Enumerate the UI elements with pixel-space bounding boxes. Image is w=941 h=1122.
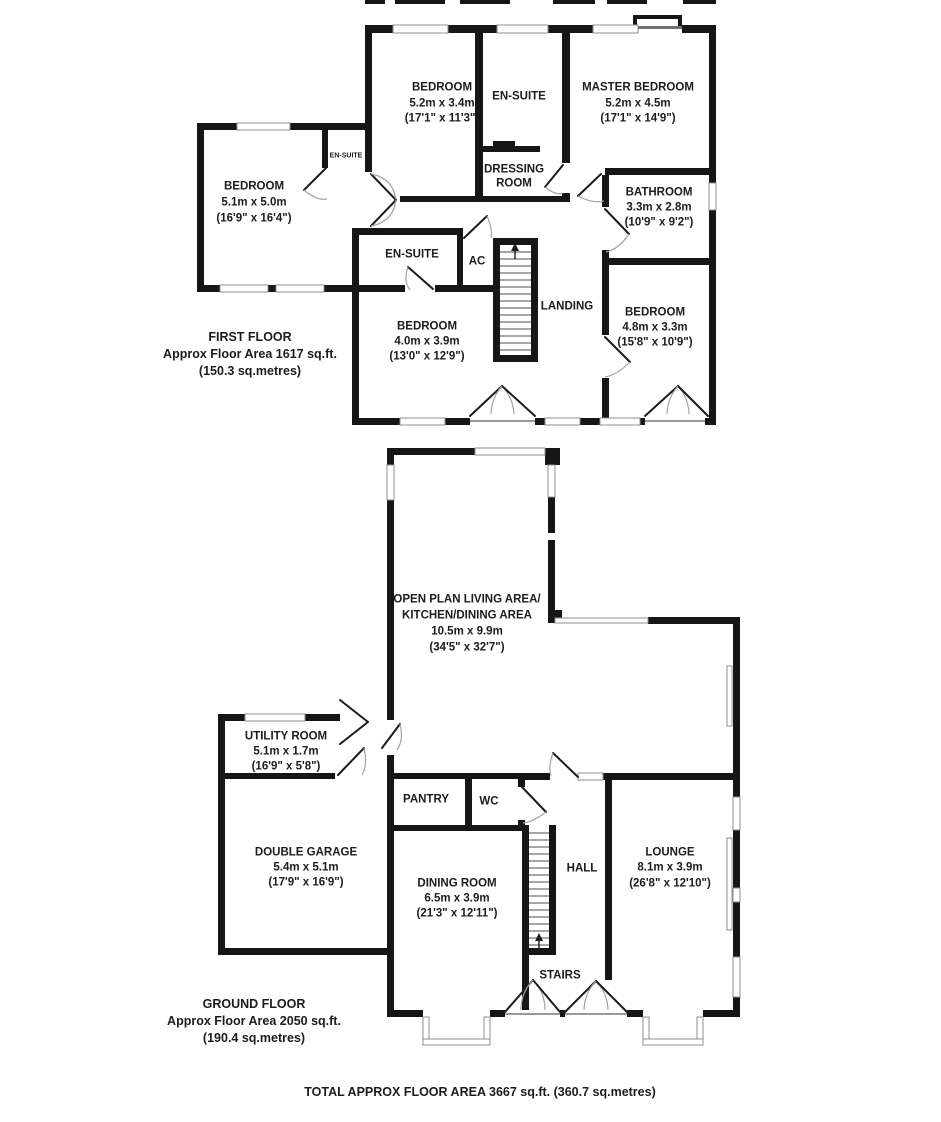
room-label-garage: DOUBLE GARAGE [254, 846, 358, 859]
ground-floor-windows [244, 447, 741, 1046]
ground-floor-doors [337, 699, 628, 1013]
room-dims-imperial: (17'1" x 14'9") [600, 112, 676, 125]
first-floor-stairs [493, 238, 538, 362]
room-label-utility: UTILITY ROOM [244, 730, 328, 743]
room-dims-metric: 5.2m x 4.5m [605, 97, 671, 110]
total-floor-area: TOTAL APPROX FLOOR AREA 3667 sq.ft. (360… [304, 1084, 656, 1099]
bay-window-dining [422, 1016, 491, 1046]
room-dims-metric: 4.0m x 3.9m [394, 335, 460, 348]
room-label-stairs: STAIRS [539, 969, 581, 982]
room-label-ac: AC [468, 255, 486, 268]
ground-floor-caption-area: Approx Floor Area 2050 sq.ft. [167, 1013, 341, 1028]
first-floor-walls [197, 15, 716, 425]
ground-floor-caption: GROUND FLOOR [202, 996, 306, 1011]
room-label-bedroom-52: BEDROOM [411, 81, 473, 94]
room-dims-imperial: (13'0" x 12'9") [389, 350, 465, 363]
room-dims-metric: 5.1m x 5.0m [221, 196, 287, 209]
room-dims-imperial: (16'9" x 16'4") [216, 212, 292, 225]
room-dims-metric: 6.5m x 3.9m [424, 892, 490, 905]
room-dims-imperial: (15'8" x 10'9") [617, 336, 693, 349]
room-label-wc: WC [479, 795, 499, 808]
room-dims-metric: 5.4m x 5.1m [273, 861, 339, 874]
room-label-ensuite-mid: EN-SUITE [385, 248, 439, 261]
room-label-bathroom: BATHROOM [625, 186, 693, 199]
room-label-open-plan: KITCHEN/DINING AREA [402, 609, 532, 622]
stairs-direction-arrow [535, 933, 543, 949]
room-label-hall: HALL [566, 862, 598, 875]
first-floor-caption: FIRST FLOOR [208, 329, 292, 344]
room-dims-imperial: (16'9" x 5'8") [251, 760, 321, 773]
ground-floor-caption-sqm: (190.4 sq.metres) [202, 1030, 306, 1045]
room-dims-imperial: (17'1" x 11'3") [404, 112, 480, 125]
room-label-bedroom-51: BEDROOM [223, 180, 285, 193]
room-label-bedroom-48: BEDROOM [624, 306, 686, 319]
room-label-dining: DINING ROOM [417, 877, 497, 890]
ground-floor-stairs [522, 825, 556, 1010]
room-dims-metric: 8.1m x 3.9m [637, 861, 703, 874]
stair-treads [529, 832, 549, 946]
room-label-ensuite-small: EN-SUITE [329, 152, 363, 160]
first-floor-caption-sqm: (150.3 sq.metres) [198, 363, 302, 378]
room-dims-imperial: (21'3" x 12'11") [416, 907, 498, 920]
first-floor-doors [303, 164, 709, 417]
room-label-dressing-room: ROOM [496, 177, 532, 190]
room-label-master-bedroom: MASTER BEDROOM [582, 81, 694, 94]
room-label-open-plan: OPEN PLAN LIVING AREA/ [393, 593, 541, 606]
room-dims-metric: 5.1m x 1.7m [253, 745, 319, 758]
room-dims-metric: 3.3m x 2.8m [626, 201, 692, 214]
room-dims-imperial: (10'9" x 9'2") [624, 216, 694, 229]
cropped-plan-edge [365, 0, 716, 4]
room-dims-metric: 10.5m x 9.9m [431, 625, 503, 638]
first-floor-caption-area: Approx Floor Area 1617 sq.ft. [163, 346, 337, 361]
stair-treads [500, 251, 531, 351]
room-label-landing: LANDING [540, 300, 594, 313]
room-label-dressing-room: DRESSING [483, 163, 545, 176]
room-dims-imperial: (17'9" x 16'9") [268, 876, 344, 889]
first-floor-windows [219, 24, 717, 426]
room-label-ensuite-top: EN-SUITE [492, 90, 546, 103]
bay-window-lounge [642, 1016, 704, 1046]
room-dims-imperial: (34'5" x 32'7") [429, 641, 505, 654]
room-dims-metric: 4.8m x 3.3m [622, 321, 688, 334]
room-label-lounge: LOUNGE [645, 846, 695, 859]
stairs-direction-arrow [511, 243, 519, 259]
ground-floor-plan [218, 447, 741, 1046]
room-dims-metric: 5.2m x 3.4m [409, 97, 475, 110]
ground-floor-walls [218, 448, 740, 1017]
room-label-bedroom-40: BEDROOM [396, 320, 458, 333]
first-floor-plan [197, 15, 717, 426]
room-label-pantry: PANTRY [403, 793, 449, 806]
room-dims-imperial: (26'8" x 12'10") [629, 877, 711, 890]
